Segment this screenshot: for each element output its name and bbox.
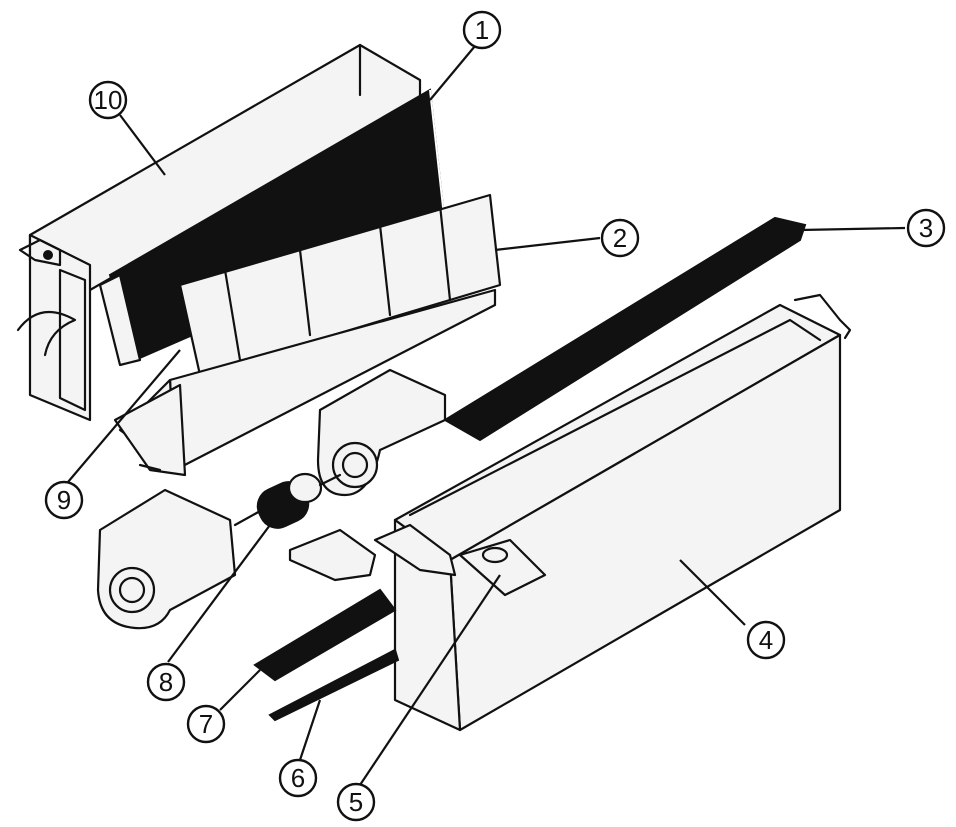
- callout-6: 6: [278, 758, 318, 798]
- blower-housing-left: [96, 488, 237, 630]
- fan-motor: [233, 472, 342, 529]
- motor-cover: [288, 528, 377, 582]
- svg-text:8: 8: [159, 667, 173, 697]
- callout-4: 4: [746, 620, 786, 660]
- callout-5: 5: [336, 782, 376, 822]
- svg-text:3: 3: [919, 213, 933, 243]
- svg-text:6: 6: [291, 763, 305, 793]
- callout-1: 1: [462, 10, 502, 50]
- callout-7: 7: [186, 704, 226, 744]
- svg-text:5: 5: [349, 787, 363, 817]
- svg-text:7: 7: [199, 709, 213, 739]
- drain-tray: [113, 383, 187, 477]
- rear-housing-frame: [16, 43, 422, 422]
- control-bracket: [373, 523, 547, 597]
- callout-8: 8: [146, 662, 186, 702]
- callout-10: 10: [88, 80, 128, 120]
- svg-text:2: 2: [613, 223, 627, 253]
- air-filter: [253, 588, 397, 682]
- blower-housing-right: [316, 368, 447, 497]
- svg-text:4: 4: [759, 625, 773, 655]
- leader-lines: [67, 39, 906, 786]
- top-grille: [443, 216, 807, 442]
- outer-casing: [393, 293, 852, 732]
- svg-text:1: 1: [475, 15, 489, 45]
- callout-2: 2: [600, 218, 640, 258]
- callout-9: 9: [44, 480, 84, 520]
- filter-frame: [268, 648, 400, 722]
- svg-text:9: 9: [57, 485, 71, 515]
- callout-3: 3: [906, 208, 946, 248]
- svg-text:10: 10: [94, 85, 123, 115]
